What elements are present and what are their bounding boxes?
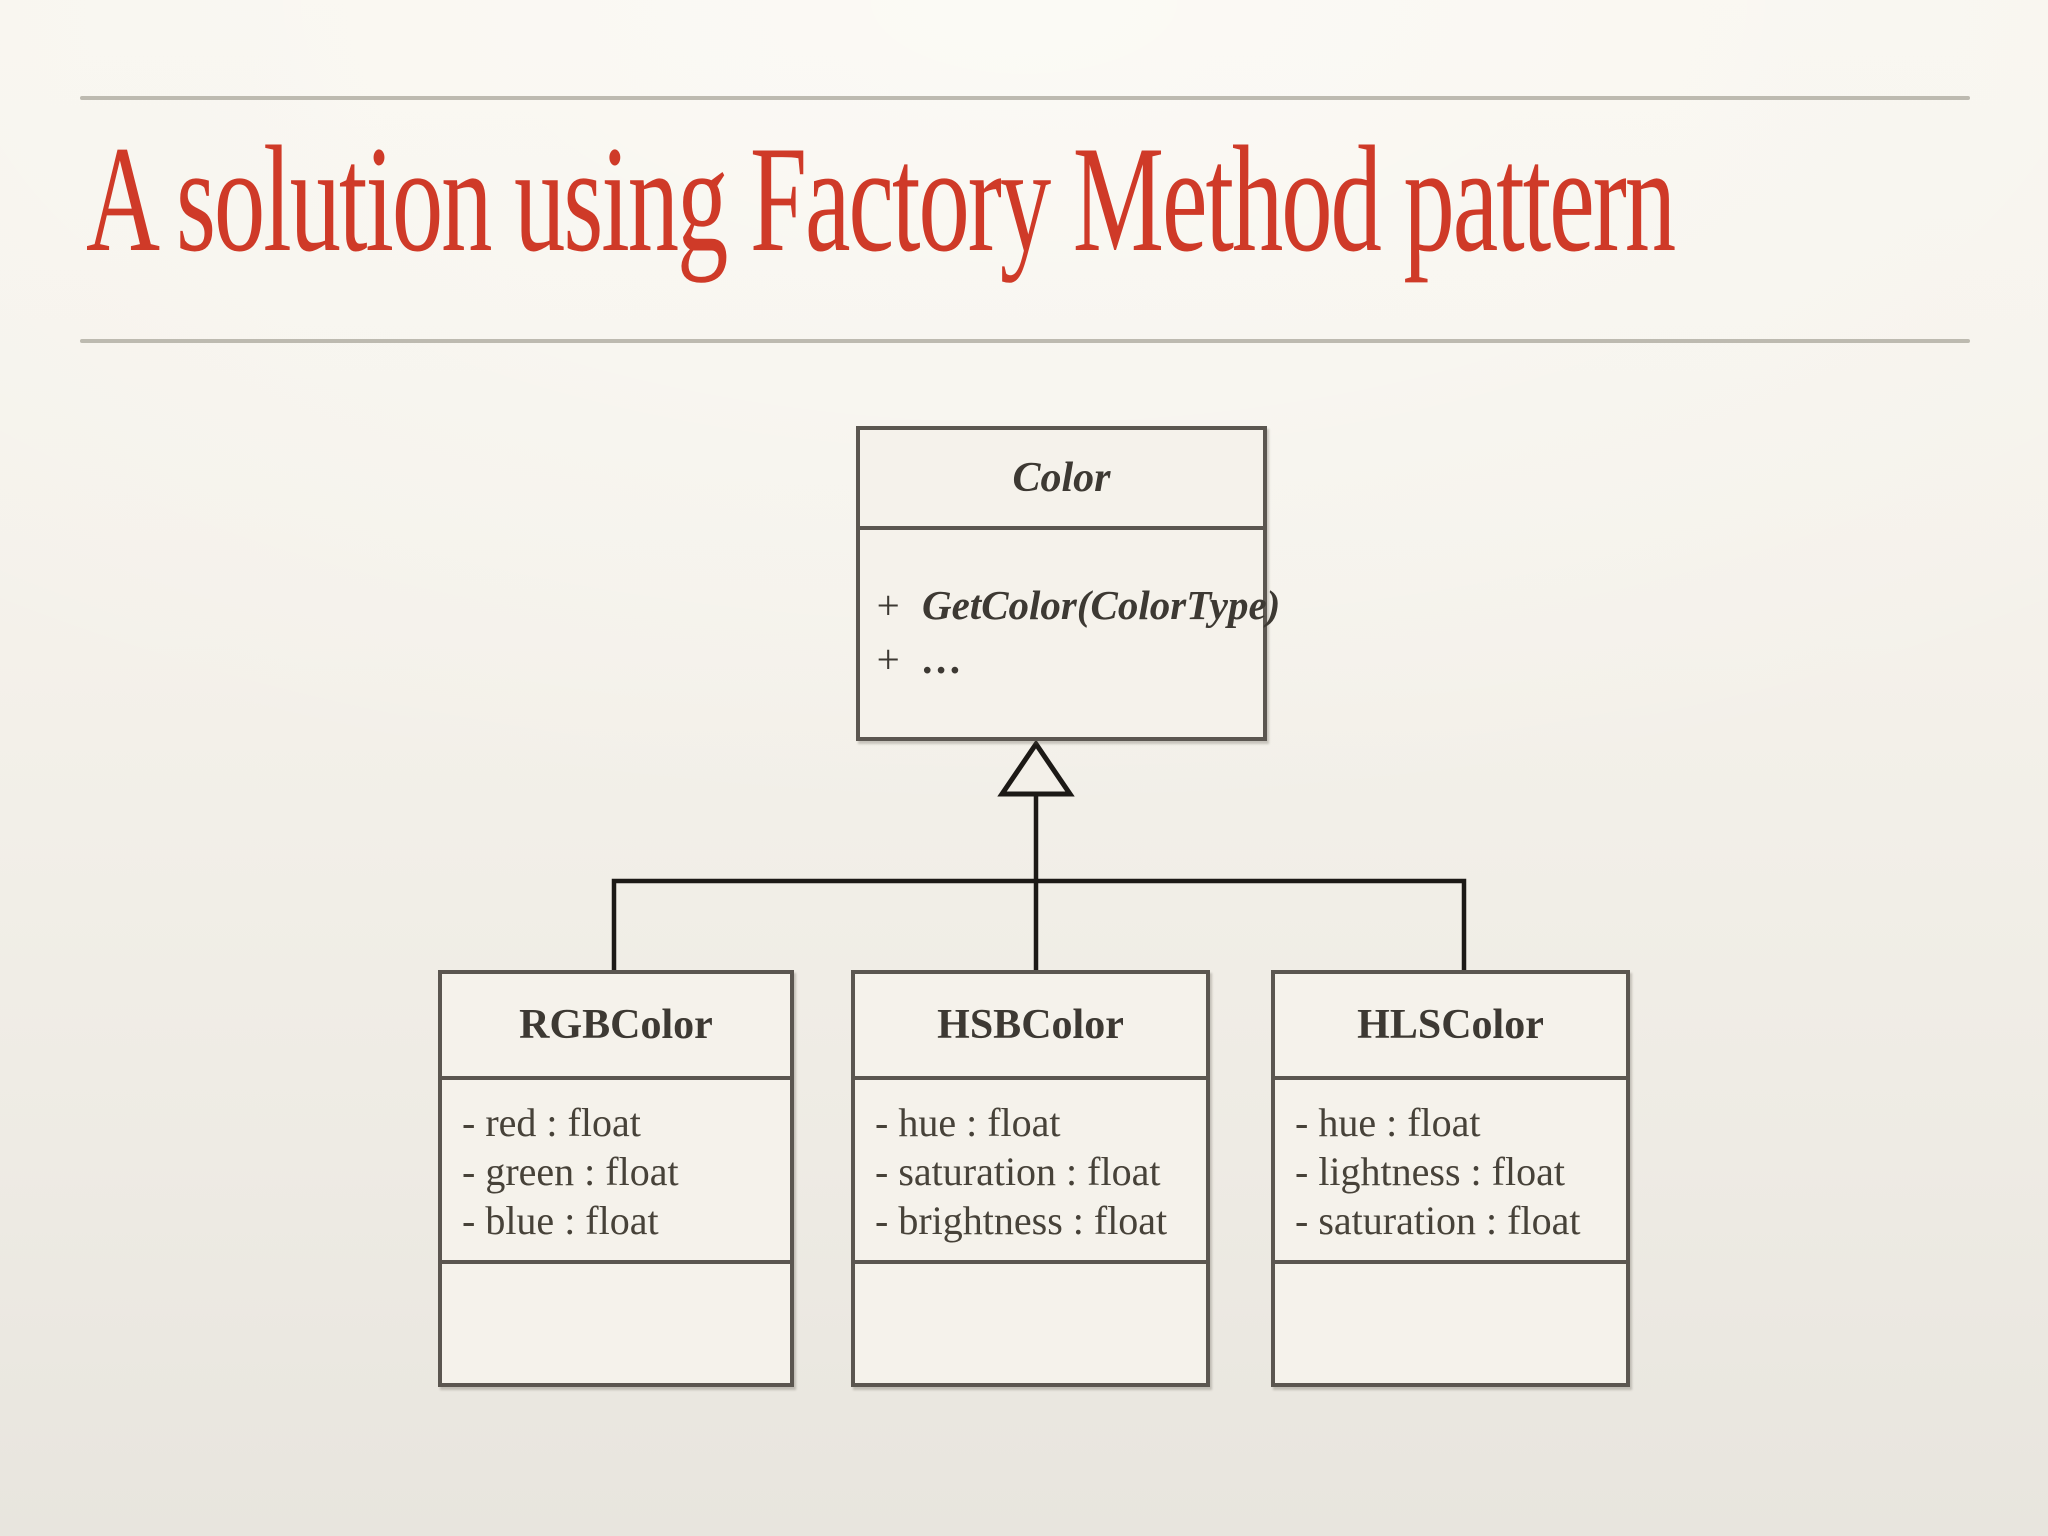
attribute-row: - saturation : float bbox=[1295, 1198, 1581, 1243]
method-row: + … bbox=[874, 632, 1253, 686]
method-signature: GetColor(ColorType) bbox=[922, 582, 1281, 628]
attribute-row: - saturation : float bbox=[875, 1149, 1161, 1194]
attribute-row: - hue : float bbox=[1295, 1100, 1481, 1145]
empty-methods-compartment bbox=[442, 1264, 790, 1383]
attribute-row: - red : float bbox=[462, 1100, 641, 1145]
class-name-color: Color bbox=[860, 430, 1263, 530]
class-name-hlscolor: HLSColor bbox=[1275, 974, 1626, 1080]
attributes-compartment-hsbcolor: - hue : float - saturation : float - bri… bbox=[855, 1080, 1206, 1264]
class-box-hsbcolor: HSBColor - hue : float - saturation : fl… bbox=[851, 970, 1210, 1387]
title-rule-divider bbox=[80, 339, 1970, 343]
method-visibility: + bbox=[874, 582, 902, 628]
method-visibility: + bbox=[874, 636, 902, 682]
generalization-arrow-icon bbox=[997, 739, 1075, 797]
attribute-row: - green : float bbox=[462, 1149, 679, 1194]
class-box-color: Color + GetColor(ColorType) + … bbox=[856, 426, 1280, 741]
method-row: + GetColor(ColorType) bbox=[874, 578, 1280, 632]
top-rule-divider bbox=[80, 96, 1970, 100]
empty-methods-compartment bbox=[855, 1264, 1206, 1383]
class-box-hlscolor: HLSColor - hue : float - lightness : flo… bbox=[1271, 970, 1630, 1387]
attribute-row: - blue : float bbox=[462, 1198, 659, 1243]
attribute-row: - hue : float bbox=[875, 1100, 1061, 1145]
attribute-row: - brightness : float bbox=[875, 1198, 1168, 1243]
attributes-compartment-rgbcolor: - red : float - green : float - blue : f… bbox=[442, 1080, 790, 1264]
method-signature: … bbox=[922, 636, 963, 682]
class-name-hsbcolor: HSBColor bbox=[855, 974, 1206, 1080]
methods-compartment-color: + GetColor(ColorType) + … bbox=[860, 530, 1280, 737]
slide-title: A solution using Factory Method pattern bbox=[86, 115, 1676, 283]
class-name-rgbcolor: RGBColor bbox=[442, 974, 790, 1080]
class-box-rgbcolor: RGBColor - red : float - green : float -… bbox=[438, 970, 794, 1387]
attributes-compartment-hlscolor: - hue : float - lightness : float - satu… bbox=[1275, 1080, 1626, 1264]
empty-methods-compartment bbox=[1275, 1264, 1626, 1383]
connector-branch-lines bbox=[611, 878, 1467, 977]
attribute-row: - lightness : float bbox=[1295, 1149, 1565, 1194]
